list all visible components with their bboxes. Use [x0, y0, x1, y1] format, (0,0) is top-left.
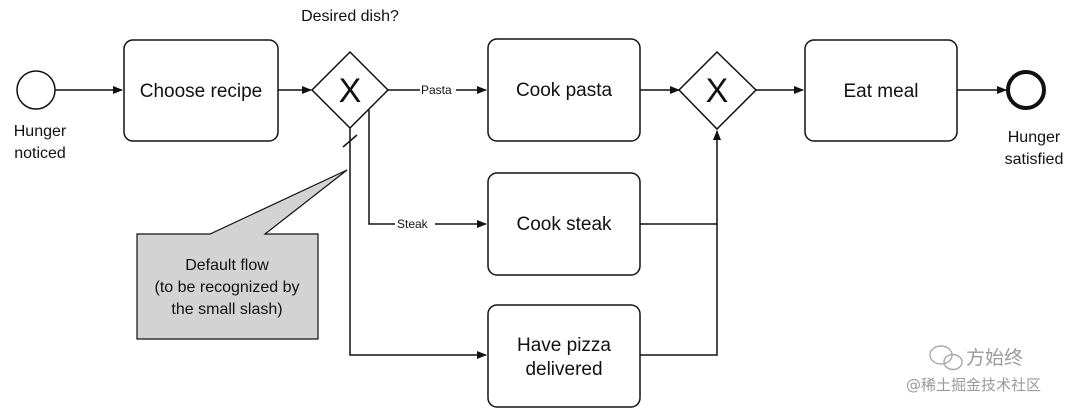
start-event-label-line2: noticed [14, 145, 66, 162]
steak-label-bg [395, 217, 435, 231]
task-cook-pasta [487, 38, 641, 142]
annotation-line2: (to be recognized by [155, 279, 300, 296]
task-eat-meal-label: Eat meal [844, 81, 919, 102]
end-event-label-line1: Hunger [1008, 129, 1061, 146]
task-pizza-label-line2: delivered [525, 359, 602, 380]
task-choose-recipe [123, 39, 279, 142]
wechat-icon [929, 345, 963, 371]
watermark-line1: 方始终 [966, 347, 1023, 369]
end-event-label-line2: satisfied [1005, 151, 1064, 168]
merge-gateway-x-marker: X [706, 72, 729, 110]
annotation-callout [136, 169, 348, 340]
flow-gateway-to-cook-steak [368, 110, 487, 228]
task-cook-steak [487, 172, 641, 276]
watermark: 方始终 @稀土掘金技术社区 [906, 345, 1041, 394]
default-flow-slash [342, 134, 358, 148]
gateway-question-label: Desired dish? [301, 8, 399, 25]
flow-gateway-to-pizza-default [349, 128, 487, 359]
annotation-line1: Default flow [185, 257, 269, 274]
pasta-label-bg [420, 83, 456, 97]
watermark-line2: @稀土掘金技术社区 [906, 376, 1041, 394]
flow-label-pasta: Pasta [421, 83, 452, 97]
task-choose-recipe-label: Choose recipe [140, 81, 263, 102]
task-eat-meal [804, 39, 958, 142]
sequence-flows [55, 86, 1007, 359]
split-gateway-x-marker: X [339, 72, 362, 110]
start-event [16, 70, 56, 110]
end-event [1006, 70, 1046, 110]
task-have-pizza-delivered [487, 304, 641, 408]
start-event-label-line1: Hunger [14, 123, 67, 140]
flow-pizza-to-merge-gateway [640, 224, 718, 356]
exclusive-gateway-split [310, 50, 390, 130]
task-pizza-label-line1: Have pizza [517, 335, 611, 356]
exclusive-gateway-merge [677, 50, 758, 131]
flow-label-steak: Steak [397, 217, 429, 231]
flow-cook-steak-to-merge-gateway [640, 130, 721, 225]
annotation-line3: the small slash) [171, 301, 282, 318]
task-cook-pasta-label: Cook pasta [516, 80, 613, 101]
task-cook-steak-label: Cook steak [516, 214, 612, 235]
